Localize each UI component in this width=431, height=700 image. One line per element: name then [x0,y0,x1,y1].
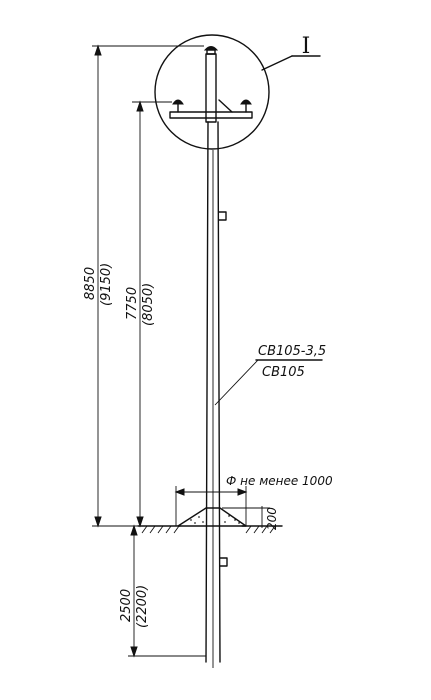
overall-dim-arrow-bottom [94,516,102,528]
ground-hatch-right [245,525,276,534]
pole-shaft [205,121,228,668]
overall-height-alt-label: (9150) [99,263,114,306]
crossarm-height-alt-label: (8050) [141,283,156,326]
left-insulator-icon [172,99,184,105]
pole-right-edge [217,121,221,663]
pole-head [169,46,253,123]
detail-mark-label: I [302,34,311,59]
overall-height-label: 8850 [83,267,98,300]
pole-type-bottom-label: СВ105 [262,365,305,380]
grounding-lug-lower [219,557,228,567]
burial-dim-arrow-bottom [130,646,138,658]
detail-leader-line [261,55,293,71]
mound-stipple [190,515,240,524]
mound-height-label: 200 [265,507,279,530]
overall-height-dimension: 8850 (9150) [83,44,204,528]
ground-hatch-left [141,525,180,534]
crossarm-height-dimension: 7750 (8050) [125,100,172,528]
grounding-lug-upper [218,211,227,221]
detail-circle [154,34,270,150]
pole-type-leader [214,359,259,406]
pole-left-edge [205,121,209,663]
top-insulator-icon [203,46,219,51]
detail-callout: I [154,34,321,150]
pole-type-callout: СВ105-3,5 СВ105 [214,344,326,406]
pit-dim-arrow-left [174,488,185,496]
crossarm [169,111,253,119]
crossarm-dim-arrow-bottom [136,516,144,528]
crossarm-dim-arrow-top [136,100,144,112]
pole-type-top-label: СВ105-3,5 [258,344,326,359]
pin-bracket [205,53,217,123]
crossarm-brace [218,99,233,113]
ground-and-mound: Ф не менее 1000 200 [137,474,333,534]
soil-mound [177,507,247,527]
burial-dim-arrow-top [130,524,138,536]
burial-depth-alt-label: (2200) [135,585,150,628]
crossarm-height-label: 7750 [125,287,140,320]
right-insulator-icon [240,99,252,105]
overall-dim-arrow-top [94,44,102,56]
pit-diameter-label: Ф не менее 1000 [226,474,333,488]
burial-depth-dimension: 2500 (2200) [119,524,206,658]
burial-depth-label: 2500 [119,589,134,622]
pit-dim-arrow-right [237,488,248,496]
